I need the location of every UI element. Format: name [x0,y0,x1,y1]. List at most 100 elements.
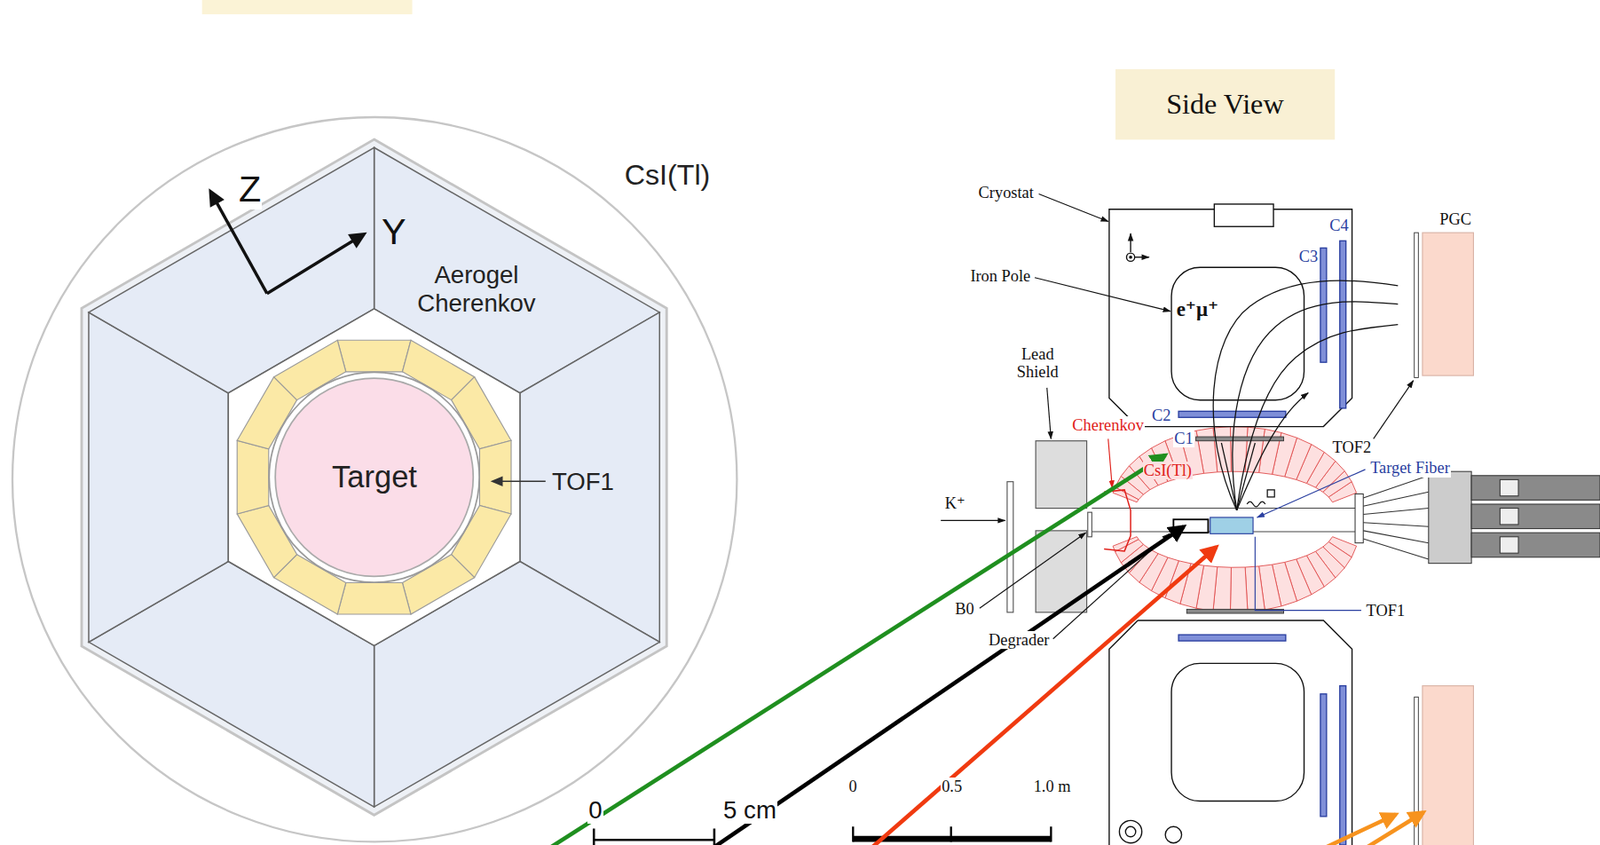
photomultiplier-bundle [1363,475,1429,560]
cherenkov-hexagon-shape [228,308,521,646]
magnet-outline [1171,662,1304,801]
leader-line [1108,438,1113,488]
axis-arrow [209,189,226,209]
cherenkov-hexagon-shape [88,148,660,808]
photomultiplier-bundle [1471,504,1600,529]
axis-arrow [217,203,268,294]
chamber-label: C1 [1173,429,1194,448]
leader-line [1039,193,1109,221]
magnet-outline [1129,256,1132,259]
cherenkov-hexagon-shape [237,340,513,615]
tof-counter [1414,232,1419,378]
magnet-outline [1125,826,1135,836]
particle-track [1237,393,1309,511]
pgc-counter [1422,232,1474,845]
target-circle-shape [269,372,481,584]
wire-chamber [1178,240,1347,845]
magnet-outline [1126,252,1135,261]
part-label: PGC [1438,210,1473,229]
photomultiplier-bundle [1499,508,1519,525]
calorimeter-ring-shape [12,117,737,842]
target-fiber [1210,517,1254,534]
target-circle-shape [275,378,473,577]
part-label: Target Fiber [1369,458,1451,477]
pointer-arrow [714,526,1184,845]
leader-line [1047,387,1052,439]
leader-line [1257,469,1366,518]
panel-heading: Side View [1166,87,1284,121]
particle-track [1267,489,1275,497]
leader-line [1373,380,1414,440]
axis-arrow [347,232,367,249]
beam-arrow [940,520,1005,521]
layer-label: CsI(Tl) [624,158,711,192]
cherenkov-hexagon-shape [237,441,270,515]
scale-bar [593,826,1051,845]
target-circle: Target [267,370,481,584]
wire-chamber [1320,693,1327,817]
wire-chamber [1339,240,1347,409]
cherenkov-hexagon-shape [480,441,513,515]
scale-label: 5 cm [722,796,778,824]
beam-label: K⁺ [944,494,967,513]
particle-track [1246,501,1266,507]
leader-line [979,193,1414,639]
panel-heading-box-shape [1115,69,1335,140]
particle-track [1221,442,1237,511]
leader-line [1254,536,1362,611]
photomultiplier-bundle [1499,479,1519,496]
cherenkov-hexagon-shape [338,340,412,373]
magnet-outline [1134,256,1150,258]
part-label: TOF1 [1365,601,1407,620]
lead-shield [1007,441,1092,613]
lead-shield [1035,441,1087,509]
particle-label: e⁺μ⁺ [1175,298,1221,321]
leader-line [490,476,546,487]
tof-counter [1186,232,1419,845]
csi-barrel [1112,426,1356,613]
chamber-label: C3 [1298,247,1319,266]
magnet-outline [1213,204,1274,227]
particle-track [1237,324,1399,511]
scale-bar [593,828,715,845]
axis-label: Z [237,169,262,211]
lead-shield [1007,481,1014,613]
panel-heading-box: Side View [1115,69,1335,140]
photomultiplier-bundle [1499,536,1519,553]
wire-chamber [1178,410,1286,418]
magnet-outline [1129,233,1131,253]
layer-label: Target [331,459,418,496]
cherenkov-counter [1103,489,1131,552]
part-label: Cryostat [977,183,1035,202]
leader-line [490,476,504,487]
photomultiplier-bundle [1355,471,1600,563]
chamber-label: C2 [1150,406,1172,425]
magnet-outline [1109,209,1353,427]
wire-chamber [1178,634,1286,641]
magnet-outline [1171,267,1304,400]
pointer-arrow [1367,811,1424,845]
part-label: Cherenkov [1071,416,1145,434]
photomultiplier-bundle [1428,471,1472,563]
magnet-outline [1109,204,1353,845]
pointer-arrow [551,455,1424,845]
scale-label: 0 [587,796,603,824]
leader-line [1034,277,1171,312]
magnet-outline [1109,620,1353,845]
photomultiplier-bundle [1355,493,1364,543]
photomultiplier-bundle [1471,532,1600,558]
cherenkov-hexagon-shape [81,140,667,816]
pgc-counter [1422,685,1474,845]
lead-shield [1087,512,1093,537]
part-label: TOF2 [1332,438,1373,457]
title-highlight [202,0,413,15]
title-highlight [202,0,413,15]
part-label: TOF1 [551,468,615,496]
scale-label: 0 [848,777,859,796]
particle-track [1237,442,1256,511]
part-label: Degrader [987,630,1050,649]
magnet-outline [1119,819,1142,843]
pointer-arrow [1326,814,1396,845]
axis-label: Y [380,212,408,253]
chamber-label: C4 [1328,216,1349,235]
